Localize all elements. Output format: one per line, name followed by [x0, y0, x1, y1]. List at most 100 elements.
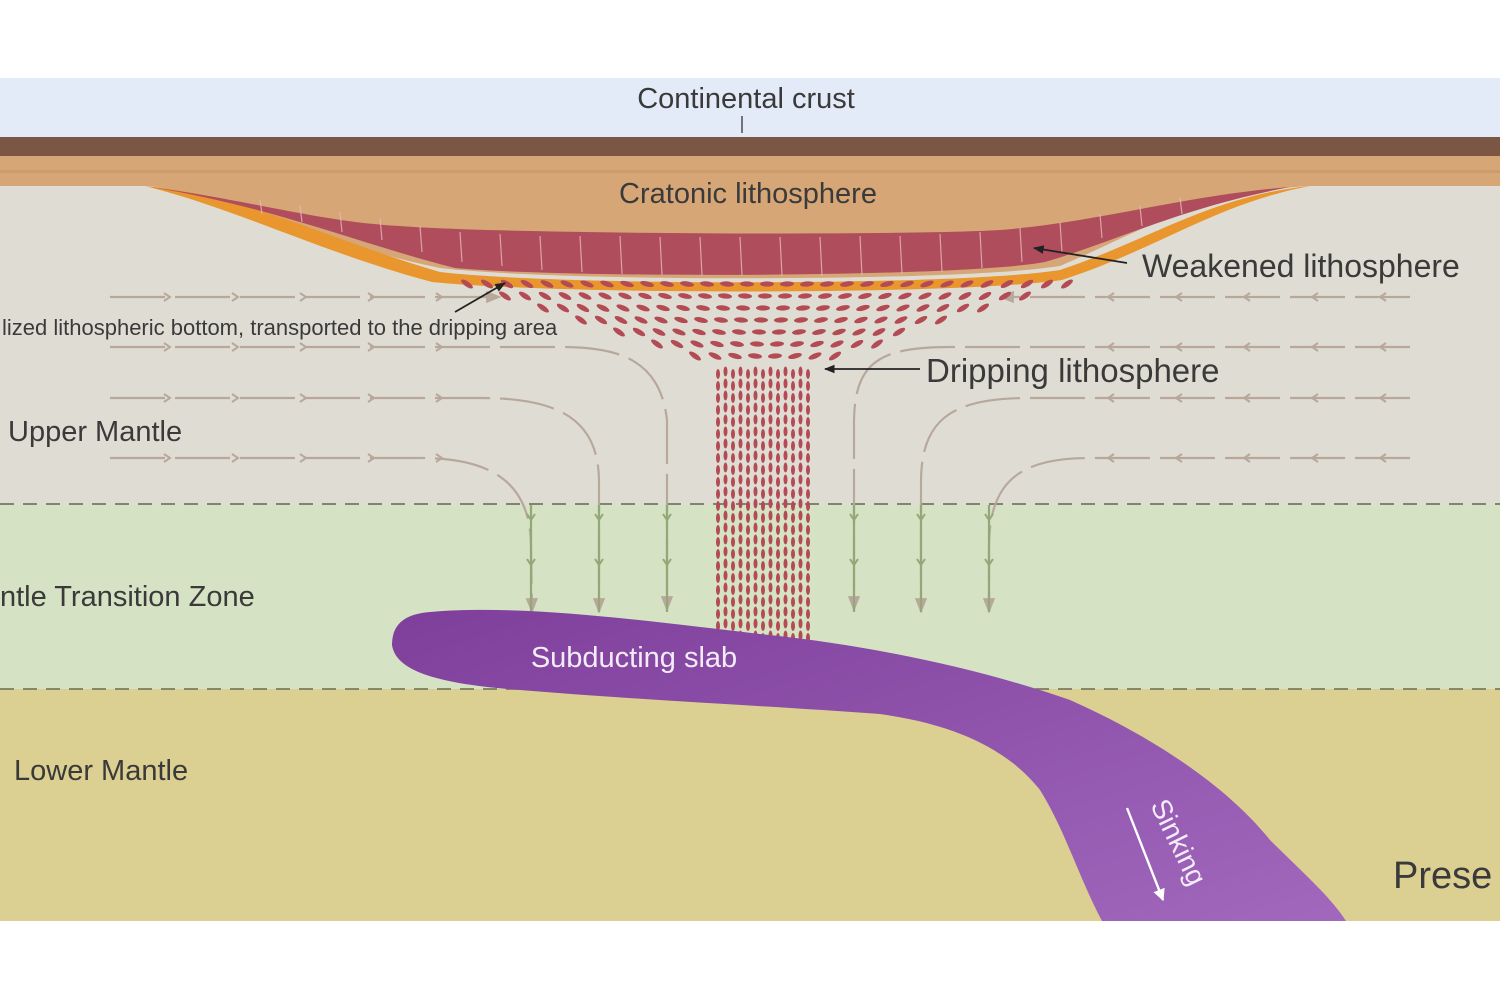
drip-blob — [723, 474, 728, 485]
drip-blob — [753, 390, 758, 401]
drip-blob — [746, 621, 750, 631]
drip-blob — [596, 304, 610, 312]
drip-blob — [900, 280, 914, 288]
drip-blob — [798, 402, 803, 413]
drip-blob — [520, 279, 534, 289]
drip-blob — [746, 597, 750, 607]
drip-blob — [880, 280, 894, 288]
drip-blob — [761, 369, 765, 379]
drip-blob — [716, 305, 730, 311]
drip-blob — [761, 381, 765, 391]
drip-blob — [753, 378, 758, 389]
drip-blob — [791, 525, 795, 535]
drip-blob — [738, 462, 743, 473]
drip-blob — [670, 339, 684, 349]
drip-blob — [731, 525, 735, 535]
drip-blob — [700, 281, 714, 287]
drip-blob — [798, 522, 803, 533]
drip-blob — [806, 501, 810, 511]
drip-blob — [1020, 279, 1034, 289]
drip-blob — [791, 561, 795, 571]
drip-blob — [783, 498, 788, 509]
drip-blob — [723, 594, 728, 605]
flow-chevron — [435, 342, 444, 352]
drip-blob — [723, 402, 728, 413]
flow-chevron — [231, 292, 240, 302]
drip-blob — [738, 378, 743, 389]
drip-blob — [723, 618, 728, 629]
drip-blob — [731, 489, 735, 499]
weakened-lithosphere-label: Weakened lithosphere — [1142, 248, 1460, 284]
drip-blob — [558, 292, 572, 300]
drip-blob — [738, 414, 743, 425]
drip-blob — [791, 429, 795, 439]
drip-blob — [753, 474, 758, 485]
drip-blob — [750, 341, 764, 347]
drip-blob — [776, 585, 780, 595]
flow-chevron — [231, 393, 240, 403]
drip-blob — [746, 609, 750, 619]
drip-blob — [776, 305, 790, 311]
drip-blob — [806, 369, 810, 379]
drip-blob — [798, 426, 803, 437]
drip-blob — [768, 486, 773, 497]
flow-chevron — [1242, 342, 1251, 352]
drip-blob — [753, 582, 758, 593]
flow-chevron — [299, 453, 308, 463]
drip-blob — [806, 477, 810, 487]
drip-blob — [746, 585, 750, 595]
drip-blob — [776, 537, 780, 547]
flow-chevron — [1378, 292, 1387, 302]
drip-blob — [1061, 279, 1073, 289]
drip-blob — [776, 477, 780, 487]
drip-blob — [720, 281, 734, 287]
drip-blob — [783, 510, 788, 521]
drip-blob — [723, 378, 728, 389]
drip-blob — [756, 305, 770, 311]
flow-chevron — [1310, 453, 1319, 463]
drip-blob — [783, 402, 788, 413]
drip-blob — [652, 328, 666, 336]
drip-blob — [578, 292, 592, 300]
drip-blob — [761, 429, 765, 439]
flow-chevron — [299, 292, 308, 302]
drip-blob — [716, 369, 720, 379]
drip-blob — [776, 525, 780, 535]
drip-blob — [753, 558, 758, 569]
flow-chevron — [1242, 393, 1251, 403]
drip-blob — [768, 353, 782, 359]
flow-chevron — [1242, 292, 1251, 302]
drip-blob — [746, 477, 750, 487]
drip-blob — [783, 414, 788, 425]
drip-blob — [791, 369, 795, 379]
drip-blob — [731, 381, 735, 391]
drip-blob — [776, 513, 780, 523]
drip-blob — [806, 465, 810, 475]
drip-blob — [791, 501, 795, 511]
drip-blob — [768, 618, 773, 629]
drip-blob — [730, 341, 744, 347]
drip-blob — [680, 281, 694, 287]
drip-blob — [738, 570, 743, 581]
drip-blob — [894, 316, 908, 324]
flow-chevron — [1106, 292, 1115, 302]
drip-blob — [716, 621, 720, 631]
drip-blob — [731, 537, 735, 547]
drip-blob — [723, 486, 728, 497]
flow-chevron — [435, 393, 444, 403]
flow-chevron — [435, 453, 444, 463]
drip-blob — [753, 510, 758, 521]
drip-blob — [712, 329, 726, 335]
drip-blob — [732, 329, 746, 335]
drip-blob — [698, 293, 712, 299]
drip-blob — [716, 573, 720, 583]
flow-chevron — [367, 342, 376, 352]
drip-blob — [798, 450, 803, 461]
drip-blob — [731, 429, 735, 439]
drip-blob — [768, 522, 773, 533]
flow-chevron — [163, 453, 172, 463]
drip-blob — [738, 534, 743, 545]
drip-blob — [746, 393, 750, 403]
flow-chevron — [367, 453, 376, 463]
drip-blob — [753, 618, 758, 629]
